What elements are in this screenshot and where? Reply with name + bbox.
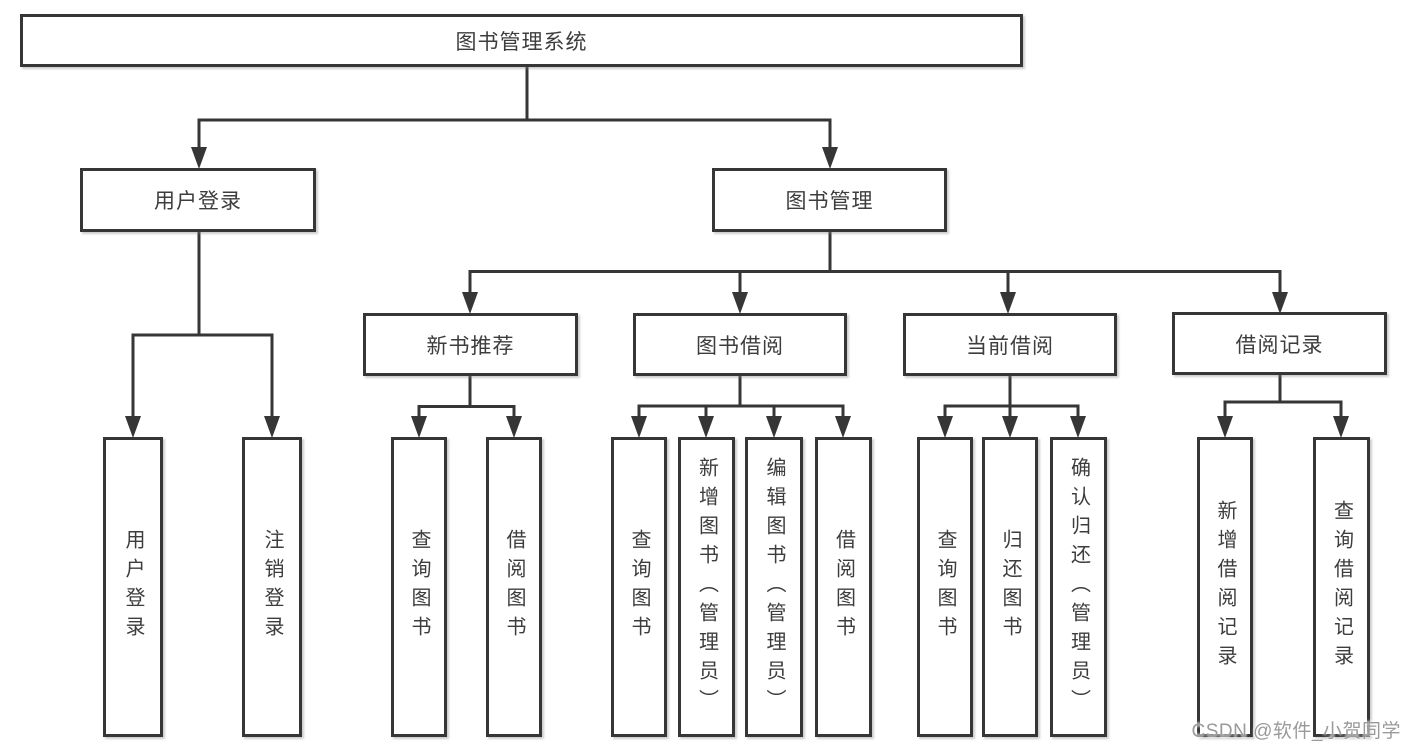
node-user-login: 用户登录	[80, 168, 316, 232]
leaf-add-book-admin: 新增图书（管理员）	[678, 437, 735, 737]
arrowhead	[1272, 292, 1288, 314]
arrowhead	[1333, 416, 1349, 438]
arrowheads	[125, 147, 1349, 438]
leaf-return-book: 归还图书	[982, 437, 1038, 737]
arrowhead	[191, 147, 207, 169]
node-current-borrow: 当前借阅	[903, 313, 1117, 376]
arrowhead	[822, 147, 838, 169]
leaf-borrow-books: 借阅图书	[815, 437, 872, 737]
arrowhead	[1000, 292, 1016, 314]
connector-borrow-records-children	[1223, 373, 1343, 419]
connector-user-login-children	[131, 230, 274, 419]
node-root: 图书管理系统	[20, 14, 1023, 67]
leaf-borrow-books-label: 借阅图书	[832, 529, 855, 645]
arrowhead	[411, 416, 427, 438]
arrowhead	[264, 416, 280, 438]
connector-book-borrow-children	[637, 375, 845, 419]
arrowhead	[1002, 416, 1018, 438]
leaf-query-books-current: 查询图书	[917, 437, 973, 737]
node-book-management: 图书管理	[712, 168, 947, 232]
leaf-query-borrow-record: 查询借阅记录	[1313, 437, 1370, 737]
leaf-borrow-books-recommend-label: 借阅图书	[503, 529, 525, 645]
arrowhead	[732, 292, 748, 314]
connector-new-book-children	[417, 375, 516, 419]
arrowhead	[937, 416, 953, 438]
leaf-logout-label: 注销登录	[261, 529, 283, 645]
watermark: CSDN @软件_小贺同学	[1191, 721, 1401, 742]
leaf-confirm-return-admin: 确认归还（管理员）	[1050, 437, 1107, 737]
arrowhead	[1217, 416, 1233, 438]
arrowhead	[1070, 416, 1086, 438]
leaf-query-books-borrow-label: 查询图书	[628, 529, 650, 645]
leaf-query-books-recommend-label: 查询图书	[408, 529, 430, 645]
leaf-return-book-label: 归还图书	[999, 529, 1021, 645]
node-book-management-label: 图书管理	[785, 190, 874, 213]
leaf-query-borrow-record-label: 查询借阅记录	[1330, 500, 1353, 674]
node-borrow-records: 借阅记录	[1172, 312, 1387, 375]
leaf-user-login: 用户登录	[103, 437, 163, 737]
leaf-add-borrow-record: 新增借阅记录	[1197, 437, 1253, 737]
connector-root-to-level2	[197, 66, 832, 150]
leaf-edit-book-admin-label: 编辑图书（管理员）	[763, 456, 785, 718]
leaf-add-book-admin-label: 新增图书（管理员）	[695, 456, 718, 718]
leaf-confirm-return-admin-label: 确认归还（管理员）	[1067, 456, 1090, 718]
leaf-borrow-books-recommend: 借阅图书	[486, 437, 542, 737]
node-new-book-recommend: 新书推荐	[363, 313, 578, 376]
arrowhead	[631, 416, 647, 438]
leaf-query-books-current-label: 查询图书	[934, 529, 956, 645]
connector-current-borrow-children	[943, 375, 1080, 419]
connector-book-management-children	[468, 230, 1282, 295]
node-root-label: 图书管理系统	[455, 30, 588, 54]
connector-lines	[131, 66, 1343, 419]
arrowhead	[462, 292, 478, 314]
node-new-book-recommend-label: 新书推荐	[426, 334, 515, 358]
node-current-borrow-label: 当前借阅	[966, 334, 1054, 358]
arrowhead	[506, 416, 522, 438]
leaf-user-login-label: 用户登录	[122, 529, 144, 645]
arrowhead	[125, 416, 141, 438]
arrowhead	[835, 416, 851, 438]
arrowhead	[766, 416, 782, 438]
leaf-logout: 注销登录	[242, 437, 302, 737]
leaf-edit-book-admin: 编辑图书（管理员）	[745, 437, 803, 737]
arrowhead	[698, 416, 714, 438]
node-book-borrow: 图书借阅	[633, 313, 847, 376]
node-borrow-records-label: 借阅记录	[1235, 333, 1324, 357]
leaf-add-borrow-record-label: 新增借阅记录	[1214, 500, 1236, 674]
node-user-login-label: 用户登录	[154, 190, 242, 213]
leaf-query-books-borrow: 查询图书	[611, 437, 667, 737]
leaf-query-books-recommend: 查询图书	[391, 437, 447, 737]
node-book-borrow-label: 图书借阅	[696, 334, 784, 358]
